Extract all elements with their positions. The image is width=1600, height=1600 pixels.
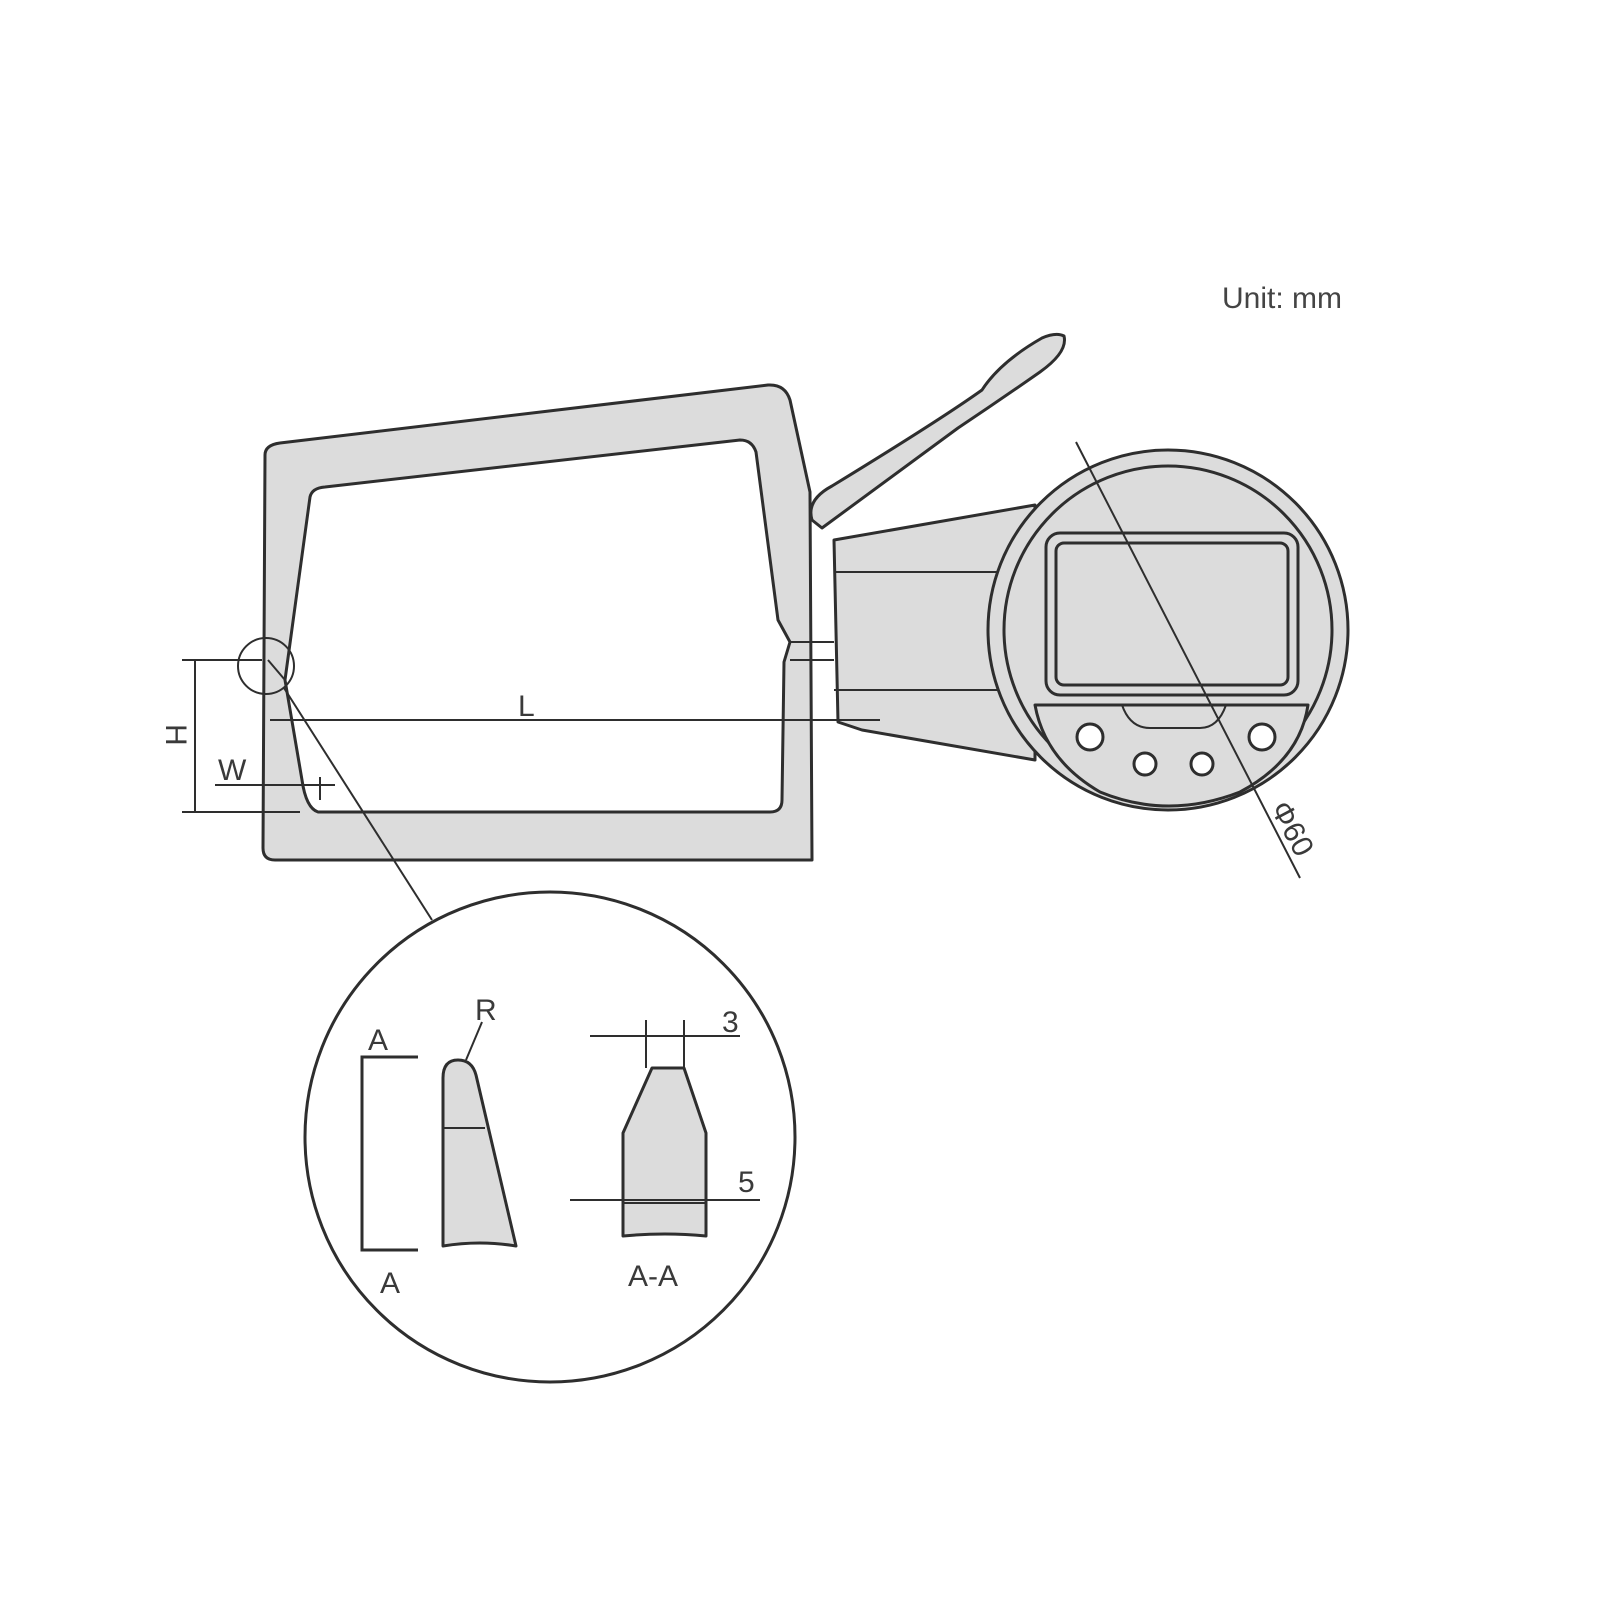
lcd-screen [1054, 541, 1290, 687]
height-label: H [159, 724, 192, 746]
lever-arm [809, 332, 1066, 530]
section-label: A-A [628, 1260, 678, 1293]
dial-button-2 [1132, 751, 1158, 777]
radius-leader [465, 1021, 483, 1061]
frame-opening [283, 438, 792, 814]
section-bracket [360, 1055, 418, 1252]
radius-label: R [475, 994, 497, 1027]
body-width-label: 5 [738, 1166, 755, 1199]
button-panel-notch [1121, 704, 1227, 729]
section-mark-bottom: A [380, 1267, 400, 1300]
section-mark-top: A [368, 1024, 388, 1057]
detail-view-circle [303, 890, 797, 1384]
detail-marker-circle [237, 637, 295, 695]
width-label: W [218, 754, 247, 787]
dial-diameter-line [1075, 441, 1301, 879]
upper-jaw-tip [267, 659, 286, 681]
unit-label: Unit: mm [1222, 282, 1342, 315]
button-panel [1033, 703, 1310, 808]
dial-button-3 [1189, 751, 1215, 777]
dial-button-1 [1075, 722, 1105, 752]
tip-width-label: 3 [722, 1006, 739, 1039]
dial-diameter-label: Φ60 [1264, 796, 1320, 862]
detail-leader-line [283, 687, 433, 921]
length-label: L [518, 690, 535, 723]
gauge-neck [832, 503, 1037, 762]
dial-button-4 [1247, 722, 1277, 752]
tip-side-profile [441, 1058, 518, 1248]
tip-section-profile [621, 1066, 708, 1238]
